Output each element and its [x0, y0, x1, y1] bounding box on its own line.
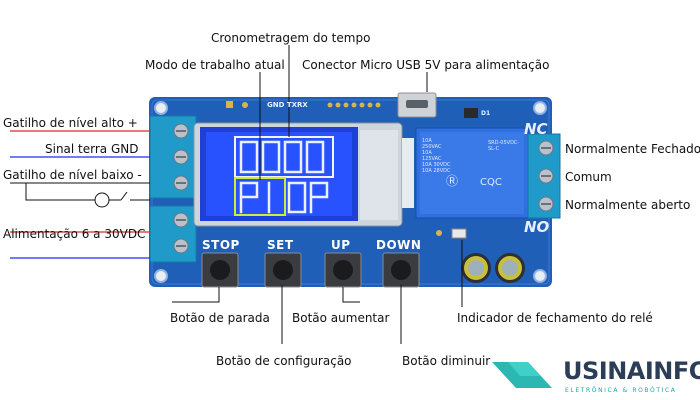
- label-usb: Conector Micro USB 5V para alimentação: [302, 58, 550, 72]
- down-button-label: DOWN: [376, 238, 422, 252]
- label-high-trigger: Gatilho de nível alto +: [3, 116, 138, 130]
- no-mark: NO: [524, 218, 550, 236]
- nc-mark: NC: [524, 120, 548, 138]
- relay-model-text: SRD-05VDC-SL-C: [488, 140, 520, 152]
- label-stop-button: Botão de parada: [170, 311, 270, 325]
- capacitors: [461, 253, 525, 283]
- terminal-block-bottom: [149, 205, 197, 263]
- label-com: Comum: [565, 170, 612, 184]
- label-down-button: Botão diminuir: [402, 354, 491, 368]
- label-gnd: Sinal terra GND: [45, 142, 139, 156]
- usinainfo-logo-mark: [492, 362, 552, 388]
- mount-hole: [154, 269, 168, 283]
- header-pin-label: GND TXRX: [267, 101, 308, 109]
- label-mode: Modo de trabalho atual: [145, 58, 285, 72]
- relay-rating-text: 10A 250VAC 10A 125VAC 10A 30VDC 10A 28VD…: [422, 138, 451, 174]
- relay: CQC Ⓡ: [415, 127, 529, 219]
- label-low-trigger: Gatilho de nível baixo -: [3, 168, 142, 182]
- lcd-display: [193, 122, 403, 227]
- display-digits: [239, 140, 329, 214]
- logo-name: USINAINFO: [563, 357, 700, 385]
- relay-led: [451, 228, 467, 239]
- stop-button-label: STOP: [202, 238, 240, 252]
- label-relay-indicator: Indicador de fechamento do relé: [457, 311, 653, 325]
- label-power: Alimentação 6 a 30VDC: [3, 227, 146, 241]
- relay-trace: [402, 138, 414, 208]
- d1-label: D1: [481, 110, 491, 117]
- mount-hole: [533, 269, 547, 283]
- left-wires: [10, 130, 150, 259]
- push-buttons: [201, 252, 420, 288]
- label-set-button: Botão de configuração: [216, 354, 352, 368]
- header-pads: [226, 101, 381, 108]
- svg-text:Ⓡ: Ⓡ: [446, 174, 458, 188]
- up-button-label: UP: [331, 238, 351, 252]
- label-no: Normalmente aberto: [565, 198, 691, 212]
- terminal-block-right: [527, 133, 561, 219]
- label-timing: Cronometragem do tempo: [211, 31, 371, 45]
- mount-hole: [533, 101, 547, 115]
- set-button-label: SET: [267, 238, 294, 252]
- label-up-button: Botão aumentar: [292, 311, 390, 325]
- leader-lines: [172, 45, 463, 344]
- terminal-block-top: [149, 115, 197, 199]
- svg-text:CQC: CQC: [480, 177, 502, 188]
- logo-tagline: ELETRÔNICA & ROBÓTICA: [565, 387, 677, 394]
- mount-hole: [154, 101, 168, 115]
- label-nc: Normalmente Fechado: [565, 142, 700, 156]
- diode: [464, 108, 478, 118]
